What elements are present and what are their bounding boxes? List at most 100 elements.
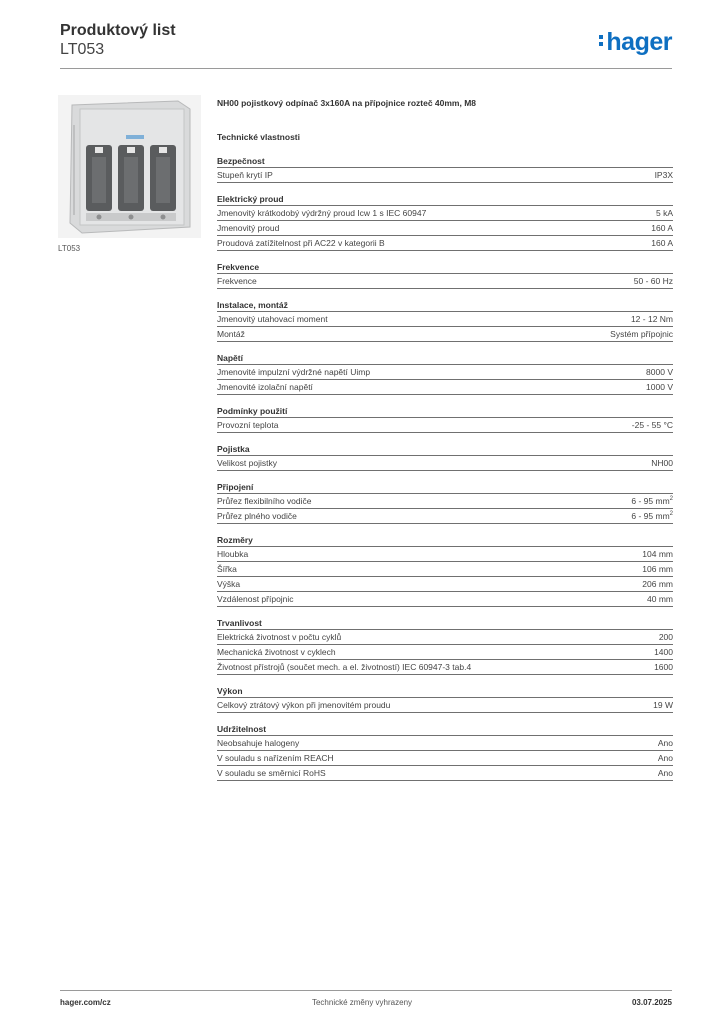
spec-value: 50 - 60 Hz <box>634 274 673 288</box>
document-title: Produktový list <box>60 22 176 39</box>
footer-divider <box>60 990 672 991</box>
spec-value-text: 5 kA <box>655 208 673 218</box>
spec-label: Elektrická životnost v počtu cyklů <box>217 632 342 642</box>
spec-value: 160 A <box>651 236 673 250</box>
spec-value-text: 6 - 95 mm <box>631 496 670 506</box>
spec-label: Jmenovité izolační napětí <box>217 382 313 392</box>
spec-value-text: 160 A <box>651 238 673 248</box>
spec-value: 1600 <box>654 660 673 674</box>
spec-value: Ano <box>658 751 673 765</box>
spec-value-text: 1400 <box>654 647 673 657</box>
spec-row: Proudová zatížitelnost při AC22 v katego… <box>217 236 673 251</box>
spec-group-title: Připojení <box>217 481 673 494</box>
spec-label: Montáž <box>217 329 245 339</box>
spec-label: Jmenovitý proud <box>217 223 280 233</box>
spec-label: Šířka <box>217 564 237 574</box>
spec-value: 106 mm <box>642 562 673 576</box>
spec-label: V souladu se směrnicí RoHS <box>217 768 326 778</box>
spec-row: Jmenovité izolační napětí 1000 V <box>217 380 673 395</box>
spec-value: 19 W <box>653 698 673 712</box>
spec-value: 6 - 95 mm2 <box>631 509 673 523</box>
spec-label: Průřez plného vodiče <box>217 511 297 521</box>
spec-row: Elektrická životnost v počtu cyklů 200 <box>217 630 673 645</box>
spec-label: Hloubka <box>217 549 249 559</box>
spec-group-title: Rozměry <box>217 534 673 547</box>
spec-label: Provozní teplota <box>217 420 279 430</box>
spec-value: IP3X <box>655 168 673 182</box>
product-code: LT053 <box>60 41 105 58</box>
spec-value-text: 200 <box>658 632 673 642</box>
spec-value-text: -25 - 55 °C <box>631 420 673 430</box>
spec-value-text: 12 - 12 Nm <box>630 314 673 324</box>
spec-row: Provozní teplota -25 - 55 °C <box>217 418 673 433</box>
spec-value: Systém přípojnic <box>610 327 673 341</box>
spec-value-text: 104 mm <box>642 549 673 559</box>
image-caption: LT053 <box>58 244 81 253</box>
footer-website[interactable]: hager.com/cz <box>60 998 111 1007</box>
spec-label: Vzdálenost přípojnic <box>217 594 294 604</box>
spec-value-text: IP3X <box>654 170 673 180</box>
spec-group-title: Výkon <box>217 685 673 698</box>
spec-value: Ano <box>658 766 673 780</box>
spec-value: 8000 V <box>646 365 673 379</box>
spec-label: Jmenovitý krátkodobý výdržný proud Icw 1… <box>217 208 427 218</box>
spec-value-text: 206 mm <box>642 579 673 589</box>
spec-value: 5 kA <box>656 206 673 220</box>
product-image <box>58 95 201 238</box>
spec-row: Mechanická životnost v cyklech 1400 <box>217 645 673 660</box>
logo-colon-icon <box>599 32 605 49</box>
document-header: Produktový list LT053 <box>60 22 176 59</box>
spec-group-title: Udržitelnost <box>217 723 673 736</box>
spec-group-title: Frekvence <box>217 261 673 274</box>
spec-value-superscript: 2 <box>669 496 673 503</box>
spec-value-text: Ano <box>657 753 673 763</box>
spec-group-title: Pojistka <box>217 443 673 456</box>
spec-value-text: 8000 V <box>646 367 673 377</box>
spec-row: Jmenovitý proud 160 A <box>217 221 673 236</box>
technical-properties-heading: Technické vlastnosti <box>217 132 300 142</box>
spec-label: Celkový ztrátový výkon při jmenovitém pr… <box>217 700 391 710</box>
fuse-switch-icon <box>58 95 201 238</box>
spec-value-superscript: 2 <box>669 511 673 518</box>
spec-value-text: 160 A <box>651 223 673 233</box>
spec-value-text: Systém přípojnic <box>610 329 673 339</box>
spec-label: Stupeň krytí IP <box>217 170 273 180</box>
spec-label: Mechanická životnost v cyklech <box>217 647 336 657</box>
spec-group-title: Napětí <box>217 352 673 365</box>
spec-row: Šířka 106 mm <box>217 562 673 577</box>
spec-label: Jmenovitý utahovací moment <box>217 314 328 324</box>
spec-label: Frekvence <box>217 276 257 286</box>
header-divider <box>60 68 672 69</box>
spec-row: Celkový ztrátový výkon při jmenovitém pr… <box>217 698 673 713</box>
spec-row: Stupeň krytí IP IP3X <box>217 168 673 183</box>
spec-value: 12 - 12 Nm <box>631 312 673 326</box>
product-description: NH00 pojistkový odpínač 3x160A na přípoj… <box>217 98 477 108</box>
spec-value: 1000 V <box>646 380 673 394</box>
spec-value: 206 mm <box>642 577 673 591</box>
spec-label: Životnost přístrojů (součet mech. a el. … <box>217 662 472 672</box>
spec-value: 104 mm <box>642 547 673 561</box>
spec-row: Jmenovitý krátkodobý výdržný proud Icw 1… <box>217 206 673 221</box>
spec-value-text: 1000 V <box>646 382 673 392</box>
spec-value: 40 mm <box>647 592 673 606</box>
spec-label: V souladu s nařízením REACH <box>217 753 334 763</box>
spec-value-text: 106 mm <box>642 564 673 574</box>
spec-value: 6 - 95 mm2 <box>631 494 673 508</box>
spec-row: Vzdálenost přípojnic 40 mm <box>217 592 673 607</box>
spec-value-text: 40 mm <box>647 594 673 604</box>
spec-row: Montáž Systém přípojnic <box>217 327 673 342</box>
spec-label: Průřez flexibilního vodiče <box>217 496 312 506</box>
spec-value: 160 A <box>651 221 673 235</box>
